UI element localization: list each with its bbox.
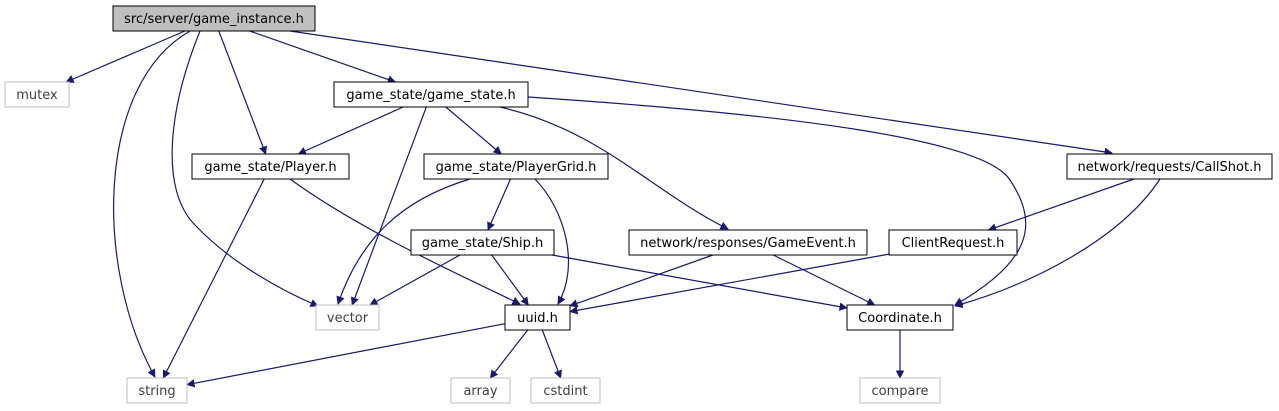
edge-root-to-vector xyxy=(171,30,319,307)
node-coordinate[interactable]: Coordinate.h xyxy=(846,304,954,331)
edge-clientrequest-to-uuid xyxy=(569,253,890,315)
node-mutex: mutex xyxy=(4,81,70,108)
node-root[interactable]: src/server/game_instance.h xyxy=(112,5,316,32)
edge-game_state-to-vector xyxy=(350,106,427,306)
edge-root-to-mutex xyxy=(65,30,186,83)
node-playergrid-label: game_state/PlayerGrid.h xyxy=(436,160,597,175)
edge-playergrid-to-vector xyxy=(336,178,471,305)
edge-callshot-to-clientrequest xyxy=(987,178,1135,232)
edge-game_state-to-player xyxy=(297,106,404,155)
edge-uuid-to-string xyxy=(186,323,506,388)
node-compare-box xyxy=(859,377,941,404)
edge-gameevent-to-coordinate xyxy=(773,254,876,306)
edge-ship-to-uuid xyxy=(491,254,529,306)
node-array-label: array xyxy=(463,384,497,399)
edges-layer xyxy=(65,30,1161,388)
node-clientrequest-box xyxy=(888,229,1018,256)
edge-root-to-string xyxy=(113,30,191,378)
node-coordinate-box xyxy=(846,304,954,331)
node-uuid-label: uuid.h xyxy=(517,311,558,326)
edge-player-to-string xyxy=(162,178,265,379)
edge-playergrid-to-ship xyxy=(487,178,512,231)
node-cstdint: cstdint xyxy=(530,377,601,404)
node-player[interactable]: game_state/Player.h xyxy=(191,153,350,180)
node-player-label: game_state/Player.h xyxy=(204,160,336,175)
node-string: string xyxy=(126,377,188,404)
edge-ship-to-vector xyxy=(369,254,461,306)
edge-ship-to-coordinate xyxy=(551,254,848,311)
node-uuid-box xyxy=(504,304,571,331)
node-game_state[interactable]: game_state/game_state.h xyxy=(333,81,529,108)
node-root-box xyxy=(112,5,316,32)
edge-uuid-to-array xyxy=(489,329,529,379)
node-cstdint-box xyxy=(530,377,601,404)
node-compare: compare xyxy=(859,377,941,404)
node-clientrequest[interactable]: ClientRequest.h xyxy=(888,229,1018,256)
node-game_state-label: game_state/game_state.h xyxy=(346,88,515,103)
edge-root-to-callshot xyxy=(289,30,1113,157)
node-mutex-box xyxy=(4,81,70,108)
edge-playergrid-to-uuid xyxy=(534,178,570,305)
node-mutex-label: mutex xyxy=(16,88,58,103)
node-gameevent[interactable]: network/responses/GameEvent.h xyxy=(628,229,868,256)
node-callshot-box xyxy=(1066,153,1273,180)
node-gameevent-label: network/responses/GameEvent.h xyxy=(640,236,856,251)
node-string-label: string xyxy=(138,384,175,399)
node-gameevent-box xyxy=(628,229,868,256)
node-vector-box xyxy=(315,304,380,331)
node-vector: vector xyxy=(315,304,380,331)
node-string-box xyxy=(126,377,188,404)
node-ship-label: game_state/Ship.h xyxy=(422,236,543,251)
edge-gameevent-to-uuid xyxy=(569,254,714,308)
node-playergrid[interactable]: game_state/PlayerGrid.h xyxy=(423,153,609,180)
node-game_state-box xyxy=(333,81,529,108)
edge-game_state-to-playergrid xyxy=(445,106,502,155)
node-root-label: src/server/game_instance.h xyxy=(124,12,304,27)
node-coordinate-label: Coordinate.h xyxy=(858,311,942,326)
node-callshot-label: network/requests/CallShot.h xyxy=(1078,160,1262,175)
node-array: array xyxy=(450,377,511,404)
edge-callshot-to-coordinate xyxy=(954,178,1161,309)
edge-game_state-to-gameevent xyxy=(499,106,729,230)
node-playergrid-box xyxy=(423,153,609,180)
node-clientrequest-label: ClientRequest.h xyxy=(902,236,1005,251)
node-ship[interactable]: game_state/Ship.h xyxy=(410,229,555,256)
node-vector-label: vector xyxy=(327,311,369,326)
node-ship-box xyxy=(410,229,555,256)
node-uuid[interactable]: uuid.h xyxy=(504,304,571,331)
node-array-box xyxy=(450,377,511,404)
edge-player-to-uuid xyxy=(289,178,521,305)
edge-root-to-player xyxy=(218,30,267,155)
edge-uuid-to-cstdint xyxy=(541,329,562,379)
node-callshot[interactable]: network/requests/CallShot.h xyxy=(1066,153,1273,180)
edge-root-to-game_state xyxy=(249,30,397,84)
node-cstdint-label: cstdint xyxy=(543,384,587,399)
node-compare-label: compare xyxy=(871,384,928,399)
node-player-box xyxy=(191,153,350,180)
